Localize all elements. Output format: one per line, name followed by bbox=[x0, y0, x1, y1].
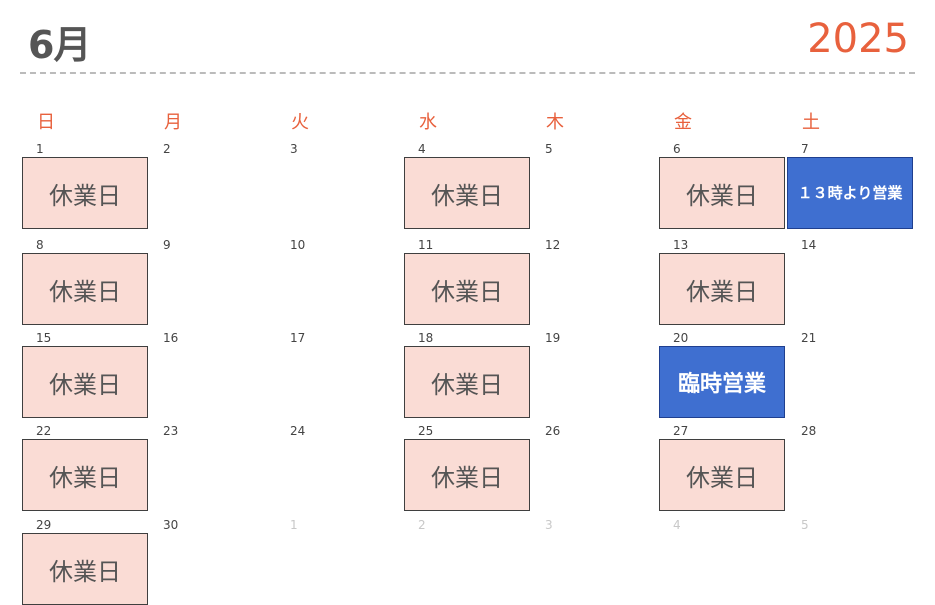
day-number: 25 bbox=[418, 424, 434, 438]
day-number: 27 bbox=[673, 424, 689, 438]
weekday-wed: 水 bbox=[419, 112, 437, 133]
day-number: 19 bbox=[545, 331, 561, 345]
day-number: 14 bbox=[801, 238, 817, 252]
weekday-sat: 土 bbox=[802, 112, 820, 133]
closed-day-event[interactable]: 休業日 bbox=[404, 439, 530, 511]
month-title: 6月 bbox=[28, 23, 91, 67]
day-number: 28 bbox=[801, 424, 817, 438]
closed-day-event[interactable]: 休業日 bbox=[659, 253, 785, 325]
weekday-thu: 木 bbox=[546, 112, 564, 133]
day-number: 18 bbox=[418, 331, 434, 345]
day-number: 24 bbox=[290, 424, 306, 438]
closed-day-event[interactable]: 休業日 bbox=[22, 346, 148, 418]
closed-day-event[interactable]: 休業日 bbox=[22, 253, 148, 325]
day-number: 20 bbox=[673, 331, 689, 345]
year-title: 2025 bbox=[807, 16, 909, 62]
day-number: 21 bbox=[801, 331, 817, 345]
day-number: 4 bbox=[418, 142, 426, 156]
day-number: 13 bbox=[673, 238, 689, 252]
day-number: 9 bbox=[163, 238, 171, 252]
weekday-tue: 火 bbox=[291, 112, 309, 133]
weekday-mon: 月 bbox=[164, 112, 182, 133]
special-open-event[interactable]: １３時より営業 bbox=[787, 157, 913, 229]
day-number: 3 bbox=[290, 142, 298, 156]
closed-day-event[interactable]: 休業日 bbox=[404, 157, 530, 229]
closed-day-event[interactable]: 休業日 bbox=[22, 533, 148, 605]
weekday-sun: 日 bbox=[37, 112, 55, 133]
day-number: 12 bbox=[545, 238, 561, 252]
day-number: 22 bbox=[36, 424, 52, 438]
day-number-other-month: 5 bbox=[801, 518, 809, 532]
weekday-fri: 金 bbox=[674, 112, 692, 133]
day-number: 2 bbox=[163, 142, 171, 156]
day-number: 29 bbox=[36, 518, 52, 532]
day-number: 1 bbox=[36, 142, 44, 156]
closed-day-event[interactable]: 休業日 bbox=[404, 346, 530, 418]
day-number-other-month: 1 bbox=[290, 518, 298, 532]
day-number: 16 bbox=[163, 331, 179, 345]
closed-day-event[interactable]: 休業日 bbox=[659, 157, 785, 229]
day-number: 26 bbox=[545, 424, 561, 438]
day-number: 30 bbox=[163, 518, 179, 532]
divider bbox=[20, 72, 915, 74]
day-number-other-month: 3 bbox=[545, 518, 553, 532]
day-number: 6 bbox=[673, 142, 681, 156]
day-number: 5 bbox=[545, 142, 553, 156]
closed-day-event[interactable]: 休業日 bbox=[659, 439, 785, 511]
day-number-other-month: 4 bbox=[673, 518, 681, 532]
day-number: 10 bbox=[290, 238, 306, 252]
special-open-event[interactable]: 臨時営業 bbox=[659, 346, 785, 418]
day-number: 15 bbox=[36, 331, 52, 345]
closed-day-event[interactable]: 休業日 bbox=[22, 157, 148, 229]
closed-day-event[interactable]: 休業日 bbox=[22, 439, 148, 511]
day-number: 8 bbox=[36, 238, 44, 252]
day-number-other-month: 2 bbox=[418, 518, 426, 532]
day-number: 7 bbox=[801, 142, 809, 156]
day-number: 11 bbox=[418, 238, 434, 252]
day-number: 17 bbox=[290, 331, 306, 345]
closed-day-event[interactable]: 休業日 bbox=[404, 253, 530, 325]
day-number: 23 bbox=[163, 424, 179, 438]
